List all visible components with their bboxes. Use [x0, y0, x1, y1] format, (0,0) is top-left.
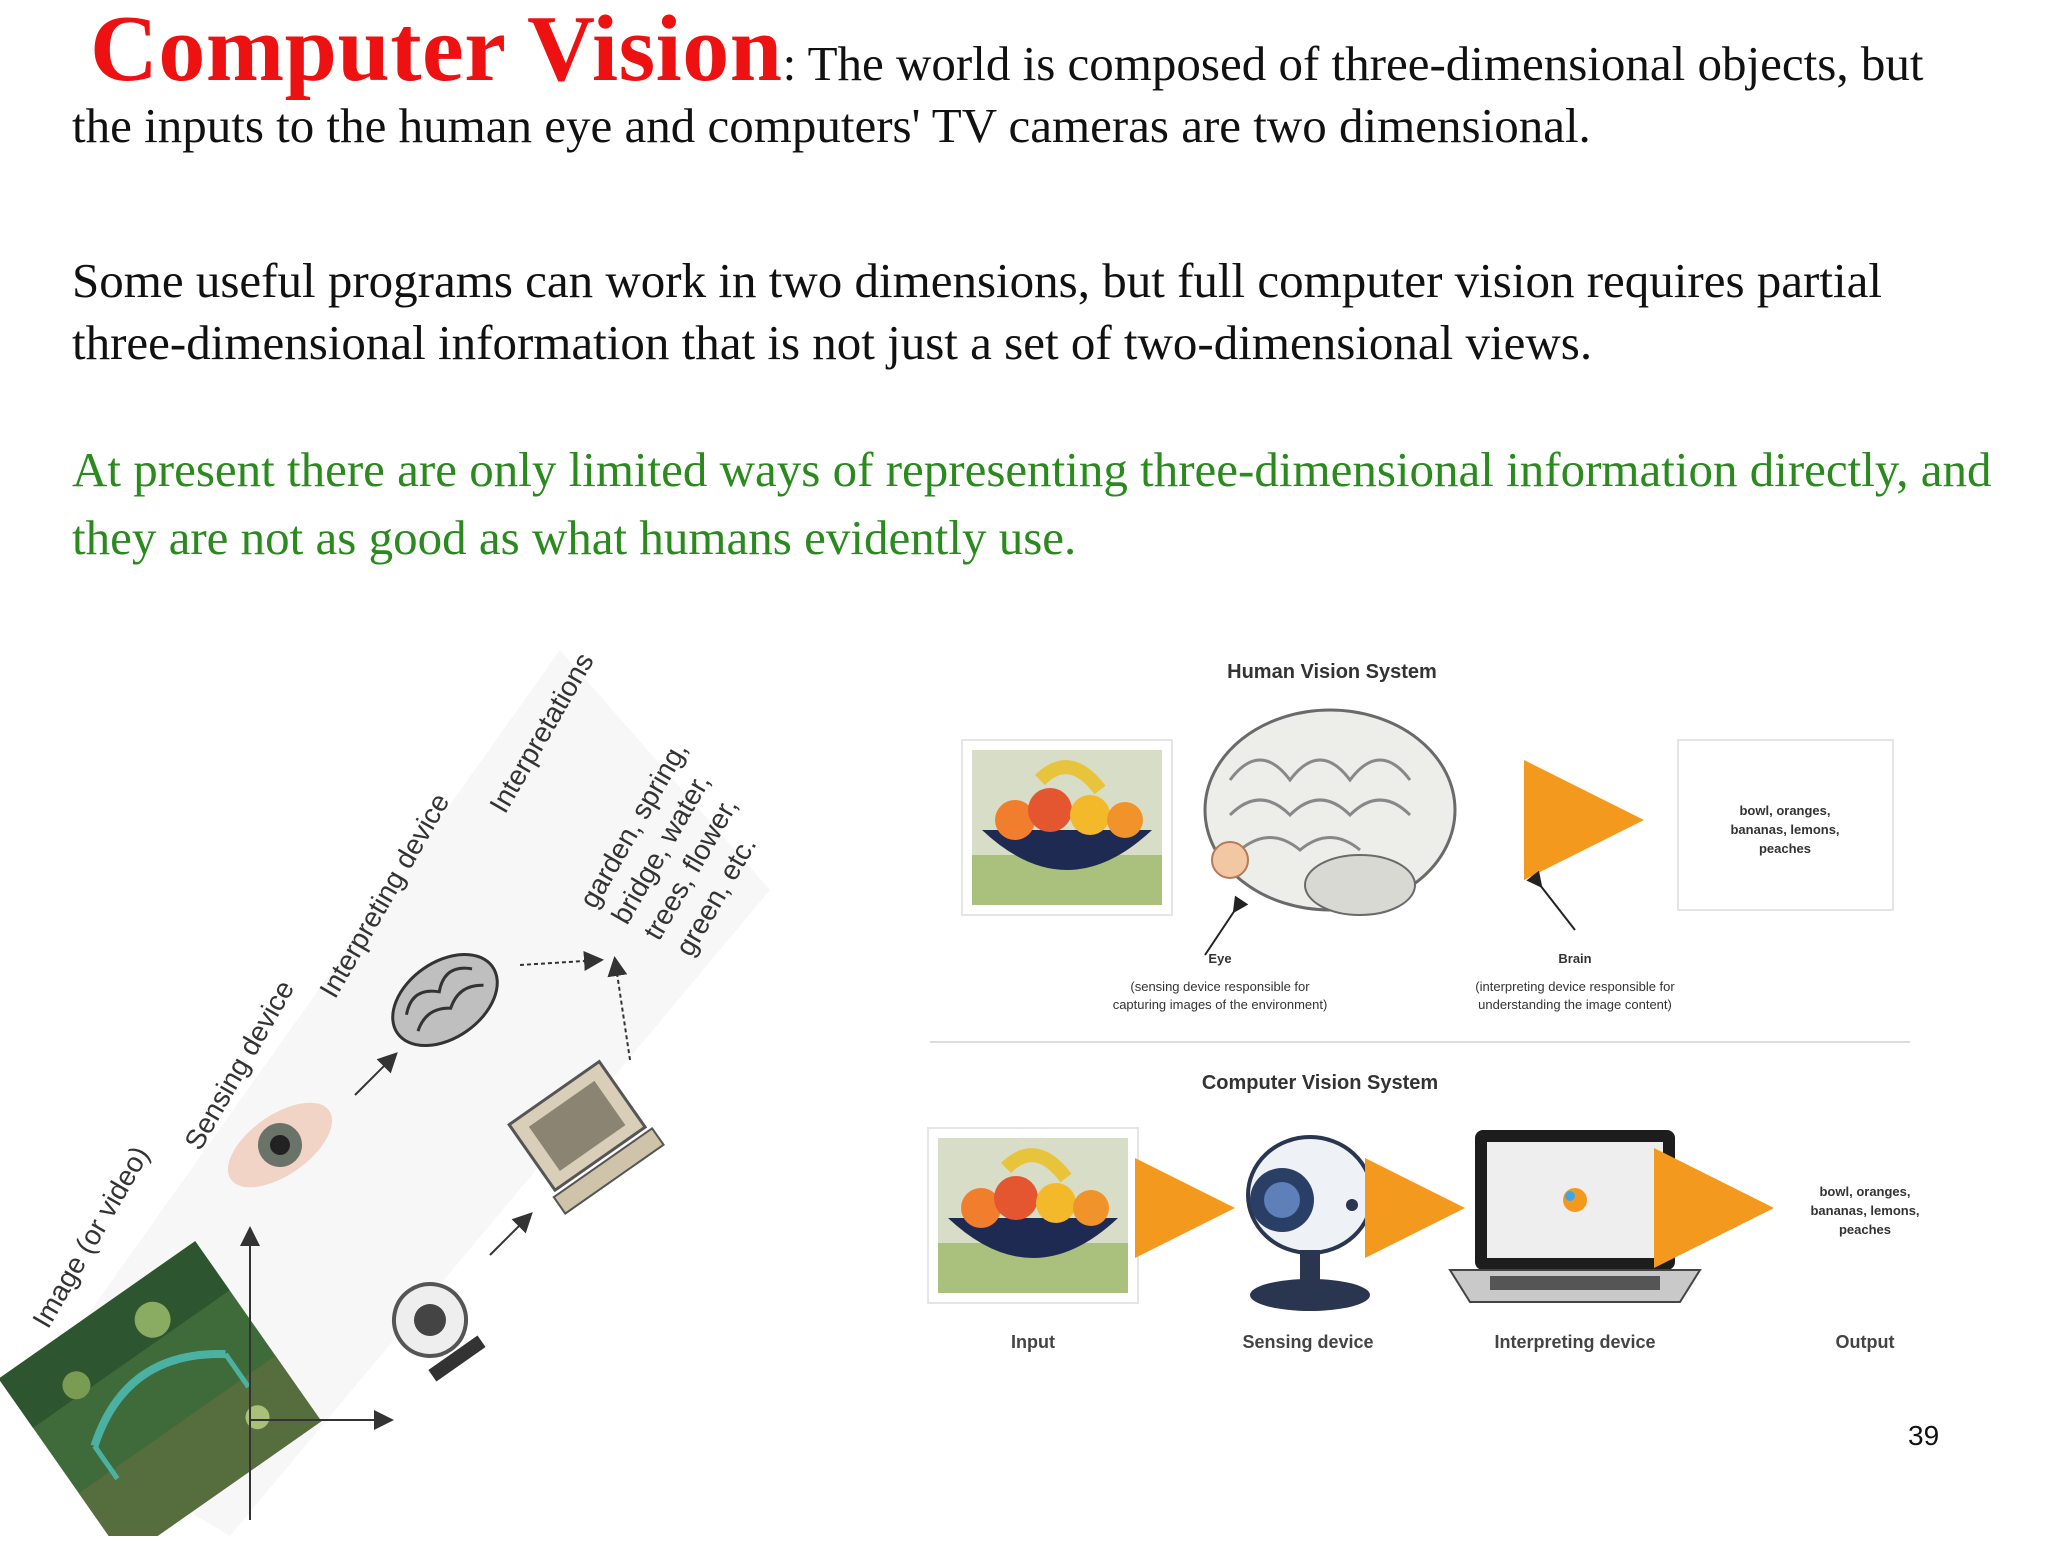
brain-label: Brain	[1558, 951, 1591, 966]
arrow-computer-to-result	[607, 956, 631, 1061]
caption-output: Output	[1836, 1332, 1895, 1352]
page-number: 39	[1908, 1420, 1940, 1451]
human-vs-computer-vision-figure: Human Vision System bowl, oranges, banan…	[920, 640, 1920, 1360]
human-output-line-2: bananas, lemons,	[1730, 822, 1839, 837]
title-colon: :	[782, 36, 797, 91]
brain-desc-2: understanding the image content)	[1478, 997, 1672, 1012]
eye-label: Eye	[1208, 951, 1231, 966]
intro-text: The world is composed of three-dimension…	[72, 36, 1924, 153]
eye-icon	[227, 1102, 333, 1188]
second-paragraph: Some useful programs can work in two dim…	[72, 253, 1882, 370]
caption-input: Input	[1011, 1332, 1055, 1352]
brain-pointer-line	[1526, 870, 1576, 931]
laptop-icon	[1448, 1130, 1702, 1303]
eye-on-brain-icon	[1211, 841, 1249, 879]
eye-desc-1: (sensing device responsible for	[1130, 979, 1310, 994]
webcam-icon	[392, 1282, 486, 1382]
caption-sensing: Sensing device	[1242, 1332, 1373, 1352]
slide-title: Computer Vision	[90, 0, 783, 101]
eye-pointer-line	[1204, 895, 1249, 956]
computer-output-line-3: peaches	[1839, 1222, 1891, 1237]
brain-icon	[1203, 708, 1457, 916]
intro-paragraph: Computer Vision: The world is composed o…	[72, 2, 1992, 157]
arrow-eye-to-brain	[354, 1052, 398, 1096]
webcam-icon	[1246, 1135, 1374, 1311]
human-vision-title: Human Vision System	[1227, 661, 1437, 683]
garden-photo	[0, 1241, 322, 1541]
computer-output-line-1: bowl, oranges,	[1819, 1184, 1910, 1199]
arrow-camera-to-computer	[489, 1212, 533, 1256]
highlight-paragraph: At present there are only limited ways o…	[72, 442, 1992, 565]
eye-desc-2: capturing images of the environment)	[1113, 997, 1328, 1012]
computer-icon	[507, 1059, 665, 1215]
arrow-brain-to-result	[519, 951, 604, 971]
brain-desc-1: (interpreting device responsible for	[1475, 979, 1675, 994]
human-output-box: bowl, oranges, bananas, lemons, peaches	[1677, 739, 1894, 911]
human-output-line-3: peaches	[1759, 841, 1811, 856]
human-output-line-1: bowl, oranges,	[1739, 803, 1830, 818]
human-vs-computer-svg: Human Vision System bowl, oranges, banan…	[927, 661, 1920, 1352]
computer-output-line-2: bananas, lemons,	[1810, 1203, 1919, 1218]
vision-pipeline-figure: Image (or video) Sensing device Interpre…	[0, 640, 800, 1541]
caption-interpreting: Interpreting device	[1494, 1332, 1655, 1352]
brain-icon	[391, 952, 499, 1048]
fruit-bowl-icon-top	[961, 739, 1173, 916]
computer-vision-title: Computer Vision System	[1202, 1072, 1438, 1094]
fruit-bowl-icon-bottom	[927, 1127, 1139, 1304]
vision-pipeline-svg: Image (or video) Sensing device Interpre…	[0, 647, 770, 1541]
